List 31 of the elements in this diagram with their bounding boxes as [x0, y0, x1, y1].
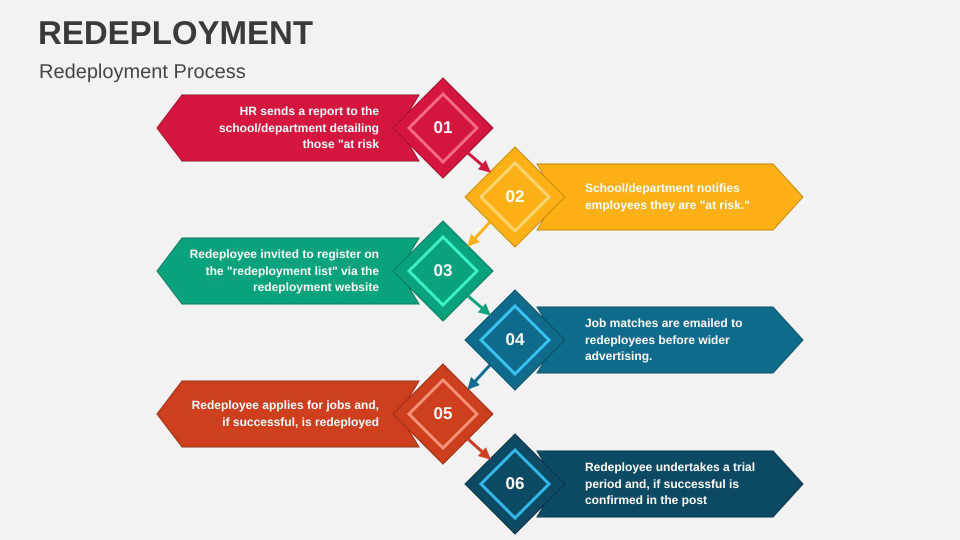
step-number: 05 [432, 403, 454, 425]
arrow [467, 364, 492, 390]
arrow [467, 220, 492, 247]
step-description: Redeployee invited to register on the "redeployment list" via the redeployment website [188, 246, 379, 296]
arrow [467, 294, 491, 316]
step-number: 06 [504, 473, 526, 495]
step-description: Redeployee undertakes a trial period and, if successful is confirmed in the post [585, 458, 756, 510]
arrow-banner [157, 381, 419, 447]
step-description: School/department notifies employees they are "at risk." [585, 180, 751, 214]
step-number: 02 [504, 186, 526, 208]
step-description: HR sends a report to the school/department detailing those "at risk [218, 102, 379, 154]
step-diamond [393, 221, 493, 321]
step-diamond [465, 290, 565, 390]
step-diamond [465, 434, 565, 534]
arrow-banner [157, 95, 419, 161]
step-description: Redeployee applies for jobs and, if successful, is redeployed [190, 397, 379, 431]
arrow-banner [157, 238, 419, 304]
arrow [467, 152, 491, 173]
step-diamond [393, 364, 493, 464]
arrow-banner [537, 307, 803, 373]
step-number: 01 [432, 117, 454, 139]
step-diamond [465, 147, 565, 247]
arrow-banner [537, 164, 803, 230]
step-number: 04 [504, 329, 526, 351]
title: REDEPLOYMENT [38, 14, 314, 52]
step-diamond [393, 78, 493, 178]
arrow [467, 438, 491, 460]
subtitle: Redeployment Process [39, 61, 246, 84]
arrow-banner [537, 451, 803, 517]
step-number: 03 [432, 260, 454, 282]
step-description: Job matches are emailed to redeployees before wider advertising. [585, 314, 744, 366]
